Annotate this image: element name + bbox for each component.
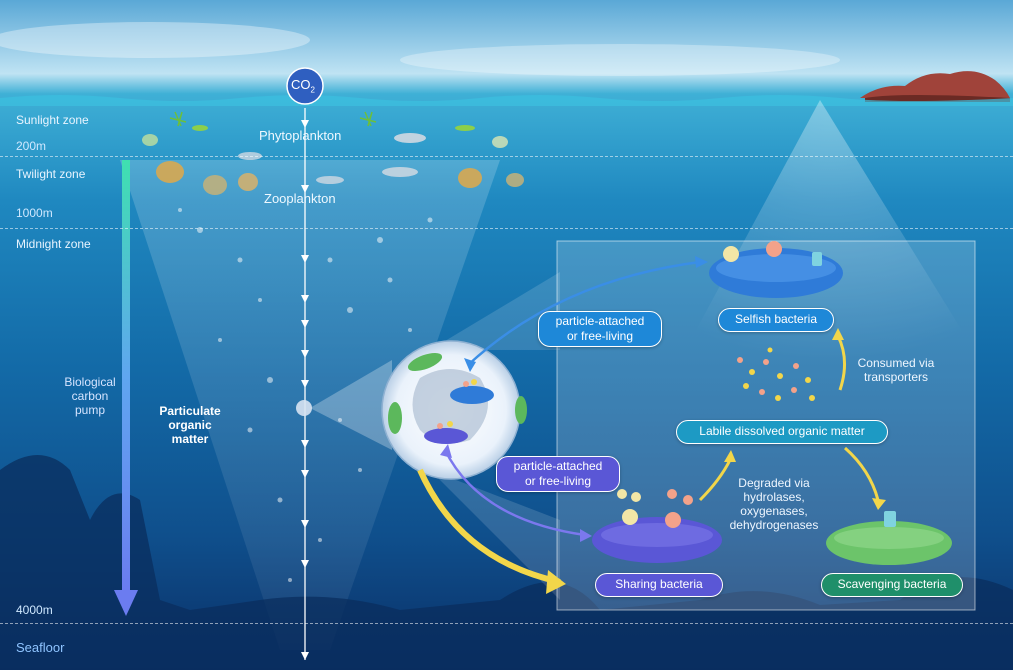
degraded-line: hydrolases, <box>743 490 805 504</box>
zone-twilight-label: Twilight zone <box>16 167 86 181</box>
sharing-bacteria-pill: Sharing bacteria <box>595 573 723 597</box>
plankton-cluster <box>142 111 524 195</box>
selfish-exchange-arrow <box>467 260 701 366</box>
callout-rays-upper <box>430 272 560 350</box>
zooplankton-label: Zooplankton <box>264 191 336 206</box>
bacterium-green <box>407 352 443 372</box>
pathway-arrowheads <box>724 328 886 510</box>
poc-line: matter <box>171 432 209 446</box>
water-surface <box>0 95 1013 106</box>
zone-seafloor-label: Seafloor <box>16 640 65 655</box>
lifestyle-pill-top: particle-attached or free-living <box>538 311 662 347</box>
cloud <box>400 44 840 76</box>
depth-line-4000m <box>0 623 1013 624</box>
lifestyle-line: or free-living <box>524 474 592 488</box>
cloud <box>0 22 310 58</box>
consumed-via-transporters-label: Consumed via transporters <box>848 356 944 384</box>
co2-subscript: 2 <box>310 85 315 95</box>
degraded-line: Degraded via <box>738 476 810 490</box>
degraded-via-enzymes-label: Degraded via hydrolases, oxygenases, deh… <box>714 476 834 532</box>
scavenging-bacteria-pill: Scavenging bacteria <box>821 573 963 597</box>
organic-particle <box>296 400 312 416</box>
depth-line-200m <box>0 156 1013 157</box>
transporter-icon <box>884 511 896 527</box>
co2-badge <box>286 67 324 105</box>
callout-rays <box>310 360 392 450</box>
bacterium-green <box>388 402 402 434</box>
zone-midnight-label: Midnight zone <box>16 237 91 251</box>
yellow-flow-arrow <box>417 468 561 585</box>
co2-text: CO <box>291 77 311 92</box>
biological-carbon-pump-label: Biological carbon pump <box>55 375 125 417</box>
phytoplankton-label: Phytoplankton <box>259 128 342 143</box>
lifestyle-line: or free-living <box>566 329 634 343</box>
pump-arrow-shaft <box>122 160 130 592</box>
pump-arrow-head <box>114 590 138 616</box>
bacterium-blue <box>450 386 494 404</box>
consumed-line: transporters <box>863 370 929 384</box>
bacterium-green <box>515 396 527 424</box>
depth-1000m-label: 1000m <box>16 206 53 220</box>
lifestyle-line: particle-attached <box>555 314 645 328</box>
ldom-pill: Labile dissolved organic matter <box>676 420 888 444</box>
pump-line: carbon <box>71 389 109 403</box>
zone-sunlight-label: Sunlight zone <box>16 113 89 127</box>
pump-line: Biological <box>64 375 116 389</box>
degraded-line: oxygenases, <box>740 504 808 518</box>
poc-line: Particulate <box>159 404 221 418</box>
callout-rays-lower <box>430 470 560 600</box>
enzyme-icon <box>766 241 782 257</box>
island-rock <box>860 71 1010 98</box>
particulate-organic-matter-label: Particulate organic matter <box>150 404 230 446</box>
pump-line: pump <box>74 403 106 417</box>
enzyme-icon <box>665 512 681 528</box>
depth-4000m-label: 4000m <box>16 603 53 617</box>
selfish-bacteria-pill: Selfish bacteria <box>718 308 834 332</box>
sharing-exchange-arrow <box>443 449 586 537</box>
enzyme-icon <box>723 246 739 262</box>
bacterium-purple <box>424 428 468 444</box>
sinking-arrowheads <box>301 120 309 660</box>
lifestyle-pill-bottom: particle-attached or free-living <box>496 456 620 492</box>
poc-line: organic <box>168 418 212 432</box>
transporter-icon <box>812 252 822 266</box>
enzyme-icon <box>622 509 638 525</box>
pathway-arrows <box>698 335 880 502</box>
seafloor-silhouette <box>0 455 1013 670</box>
depth-200m-label: 200m <box>16 139 47 153</box>
lifestyle-line: particle-attached <box>513 459 603 473</box>
marine-snow-particles <box>178 208 433 582</box>
degraded-line: dehydrogenases <box>729 518 819 532</box>
dissolved-molecules <box>737 347 815 401</box>
co2-label: CO2 <box>291 77 315 95</box>
consumed-line: Consumed via <box>857 356 935 370</box>
depth-line-1000m <box>0 228 1013 229</box>
